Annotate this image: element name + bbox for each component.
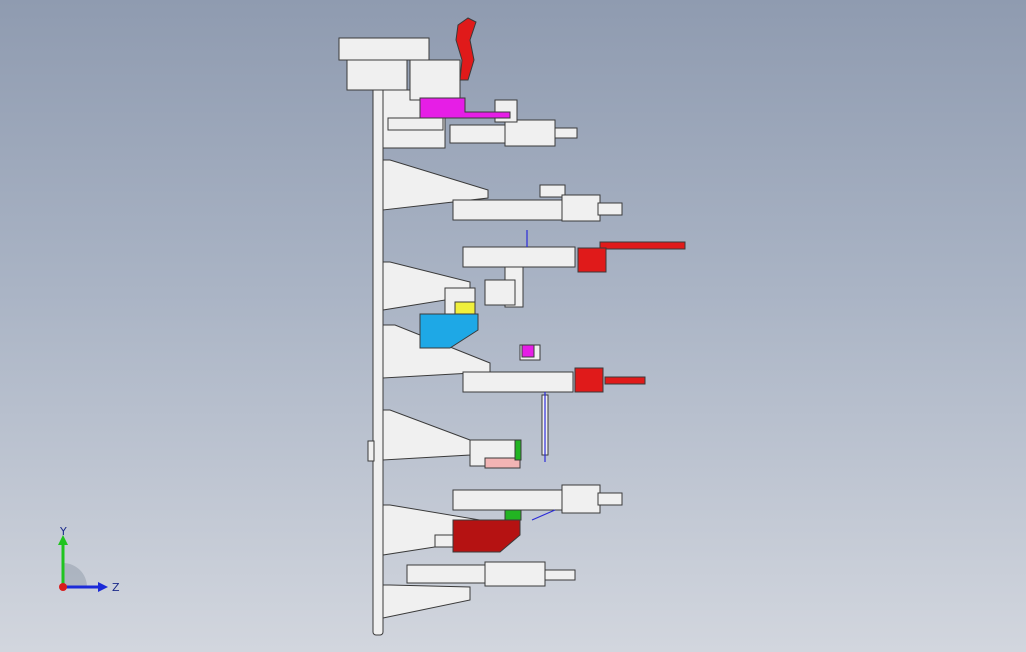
arm-1 xyxy=(452,199,566,221)
arm-2 xyxy=(462,246,576,268)
magenta-block xyxy=(419,97,511,119)
green-block xyxy=(504,509,522,521)
cyan-bracket xyxy=(419,313,479,349)
red-lever-1 xyxy=(599,241,686,250)
top-block-lower xyxy=(346,59,408,91)
axis-z-label: Z xyxy=(112,581,120,594)
pink-block xyxy=(484,457,521,469)
coordinate-triad: Y Z xyxy=(58,525,120,594)
support-1 xyxy=(382,159,489,211)
arm-4 xyxy=(452,489,566,511)
support-4 xyxy=(382,409,471,461)
plate-foot xyxy=(367,440,375,462)
red-lever-2 xyxy=(604,376,646,385)
top-block xyxy=(338,37,430,61)
arm-5 xyxy=(406,564,488,584)
support-3 xyxy=(382,324,491,379)
red-clamp-top xyxy=(455,17,477,81)
arm-3 xyxy=(462,371,574,393)
support-6 xyxy=(382,584,471,619)
yellow-block xyxy=(454,301,476,315)
base-plate xyxy=(372,72,384,636)
axis-y-label: Y xyxy=(59,525,67,538)
dark-red-block xyxy=(452,519,521,553)
